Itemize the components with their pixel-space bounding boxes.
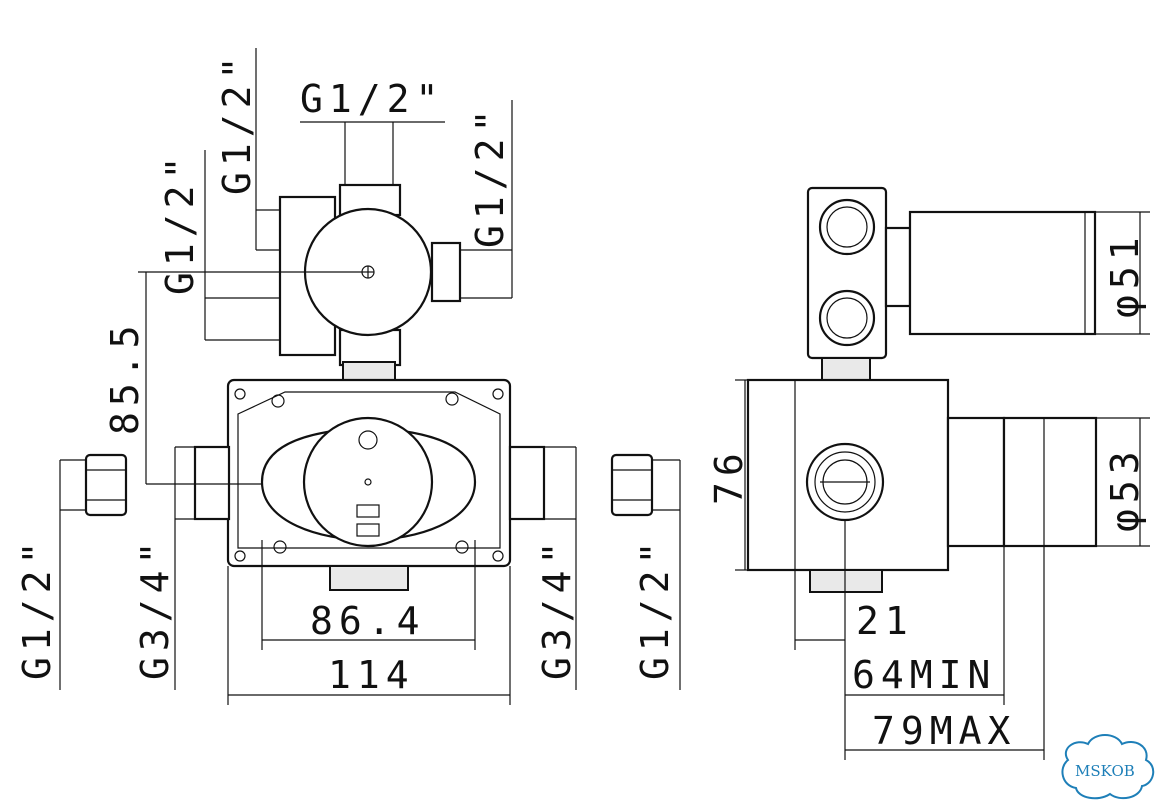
dim-diameter-rosette: φ53: [1103, 445, 1147, 532]
dim-left-body-thread: G3/4": [133, 536, 177, 680]
dim-top-left-lower: G1/2": [158, 151, 202, 295]
dim-left-fitting: G1/2": [15, 536, 59, 680]
side-view-upper: [806, 186, 1097, 381]
watermark-text: MSKOB: [1075, 762, 1135, 780]
top-mixer-head: [278, 183, 462, 381]
dim-depth-min: 64MIN: [852, 653, 996, 697]
side-view-lower: [746, 378, 1098, 593]
front-dimension-lines: [59, 446, 681, 705]
side-dimension-lines: [735, 211, 1150, 760]
dim-top-right: G1/2": [468, 104, 512, 248]
dim-right-body-thread: G3/4": [535, 536, 579, 680]
dim-right-fitting: G1/2": [633, 536, 677, 680]
dim-height-offset: 85.5: [103, 319, 147, 435]
watermark-logo: MSKOB: [1061, 734, 1155, 800]
right-fitting: [610, 453, 654, 517]
dim-overall-width: 114: [328, 653, 415, 697]
dim-diameter-cap: φ51: [1103, 231, 1147, 318]
dim-inner-width: 86.4: [310, 599, 426, 643]
dim-depth-21: 21: [856, 599, 914, 643]
left-fitting: [84, 453, 128, 517]
dim-depth-max: 79MAX: [872, 709, 1016, 753]
front-body: [193, 378, 546, 591]
dim-top-center: G1/2": [300, 77, 444, 121]
dim-top-left-upper: G1/2": [215, 51, 259, 195]
dim-side-height: 76: [707, 447, 751, 505]
top-dimension-lines: [138, 48, 513, 484]
